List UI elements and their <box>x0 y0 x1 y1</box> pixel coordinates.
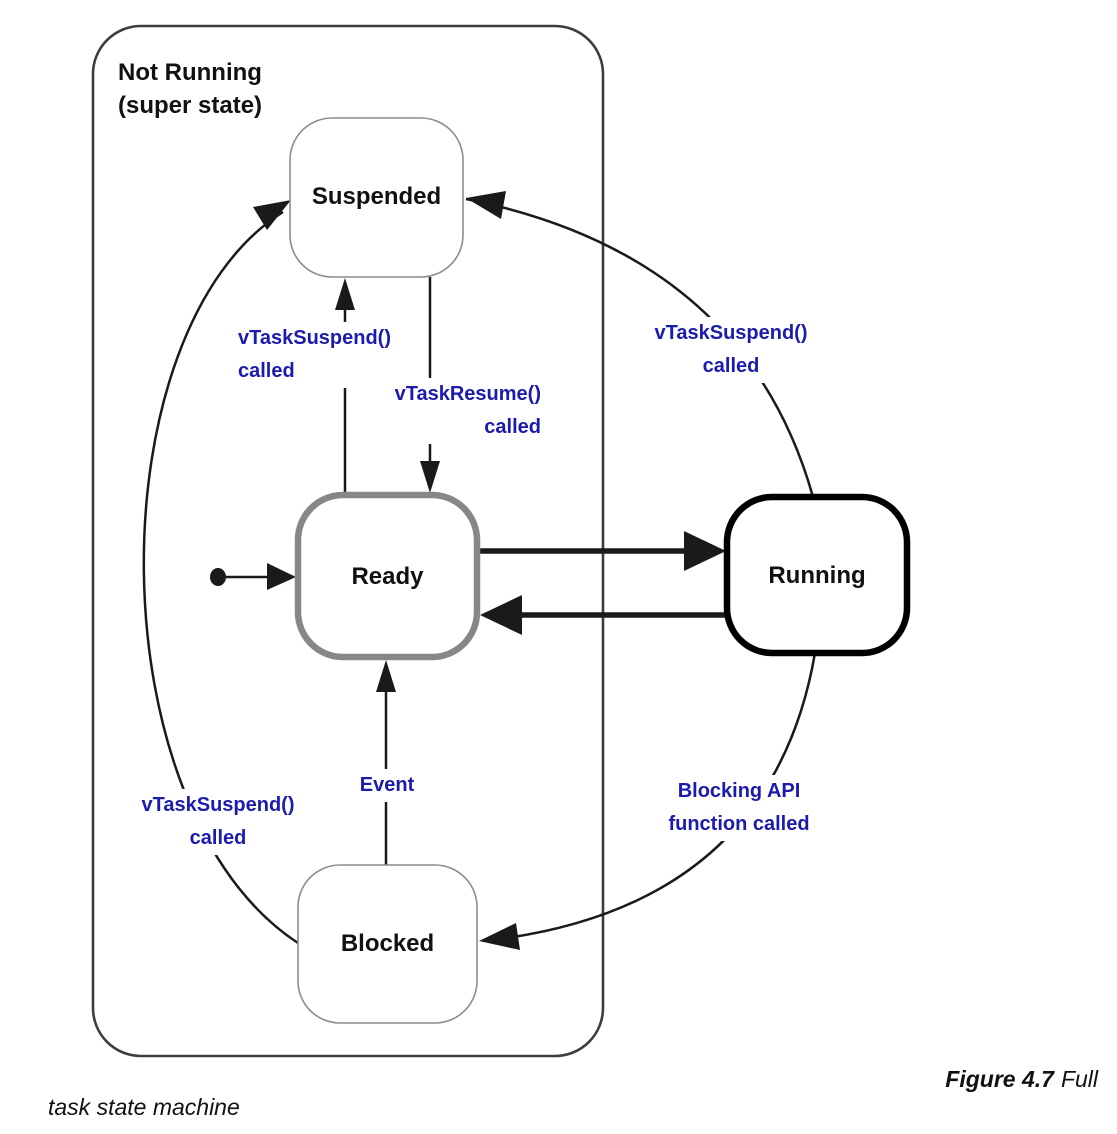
running-to-suspended-curve <box>465 197 815 498</box>
transition-label-ready-to-suspended: vTaskSuspend() called <box>238 322 416 388</box>
transition-label-line: called <box>484 416 541 438</box>
state-suspended-label: Suspended <box>311 183 442 210</box>
running-to-suspended-arrowhead <box>466 191 506 219</box>
initial-state-dot <box>210 568 226 586</box>
state-ready-box <box>294 491 481 661</box>
figure-caption-text: Full <box>1060 1066 1098 1092</box>
superstate-box <box>91 24 605 1058</box>
transition-label-line: called <box>702 355 760 377</box>
blocked-to-suspended-curve <box>142 210 299 945</box>
state-suspended-box <box>289 117 464 278</box>
superstate-label-line1: Not Running <box>118 59 262 86</box>
transition-label-line: vTaskSuspend() <box>238 327 391 349</box>
state-running-label: Running <box>768 562 866 589</box>
figure-caption-continuation: task state machine <box>48 1094 240 1120</box>
transition-label-line: vTaskSuspend() <box>654 322 808 344</box>
state-ready-label: Ready <box>351 563 424 590</box>
running-to-blocked-curve <box>499 652 817 941</box>
transition-label-blocked-to-suspended: vTaskSuspend() called <box>118 789 318 855</box>
blocked-to-ready-arrowhead <box>376 660 396 692</box>
transition-label-line: called <box>238 360 295 382</box>
transition-label-line: called <box>189 827 247 849</box>
transition-label-line: function called <box>668 813 810 835</box>
transition-label-blocked-to-ready: Event <box>337 769 437 802</box>
transition-label-line: vTaskSuspend() <box>141 794 295 816</box>
transition-label-running-to-blocked: Blocking API function called <box>639 775 839 841</box>
ready-to-running-arrowhead <box>684 531 726 571</box>
running-to-ready-arrowhead <box>480 595 522 635</box>
transition-label-line: Blocking API <box>677 780 801 802</box>
ready-to-suspended-arrowhead <box>335 278 355 310</box>
state-running-box <box>723 493 911 657</box>
transition-label-line: Event <box>359 774 415 796</box>
transition-label-suspended-to-ready: vTaskResume() called <box>365 378 541 444</box>
blocked-to-suspended-arrowhead <box>253 200 291 230</box>
initial-arrowhead <box>267 563 296 590</box>
state-blocked-box <box>297 864 478 1024</box>
running-to-blocked-arrowhead <box>479 923 520 950</box>
suspended-to-ready-arrowhead <box>420 461 440 493</box>
superstate-label: Not Running (super state) <box>118 56 262 122</box>
state-blocked-label: Blocked <box>340 930 435 957</box>
transition-label-running-to-suspended: vTaskSuspend() called <box>631 317 831 383</box>
superstate-label-line2: (super state) <box>118 92 263 119</box>
transition-label-line: vTaskResume() <box>394 383 541 405</box>
figure-caption-number: Figure 4.7 <box>945 1066 1054 1092</box>
